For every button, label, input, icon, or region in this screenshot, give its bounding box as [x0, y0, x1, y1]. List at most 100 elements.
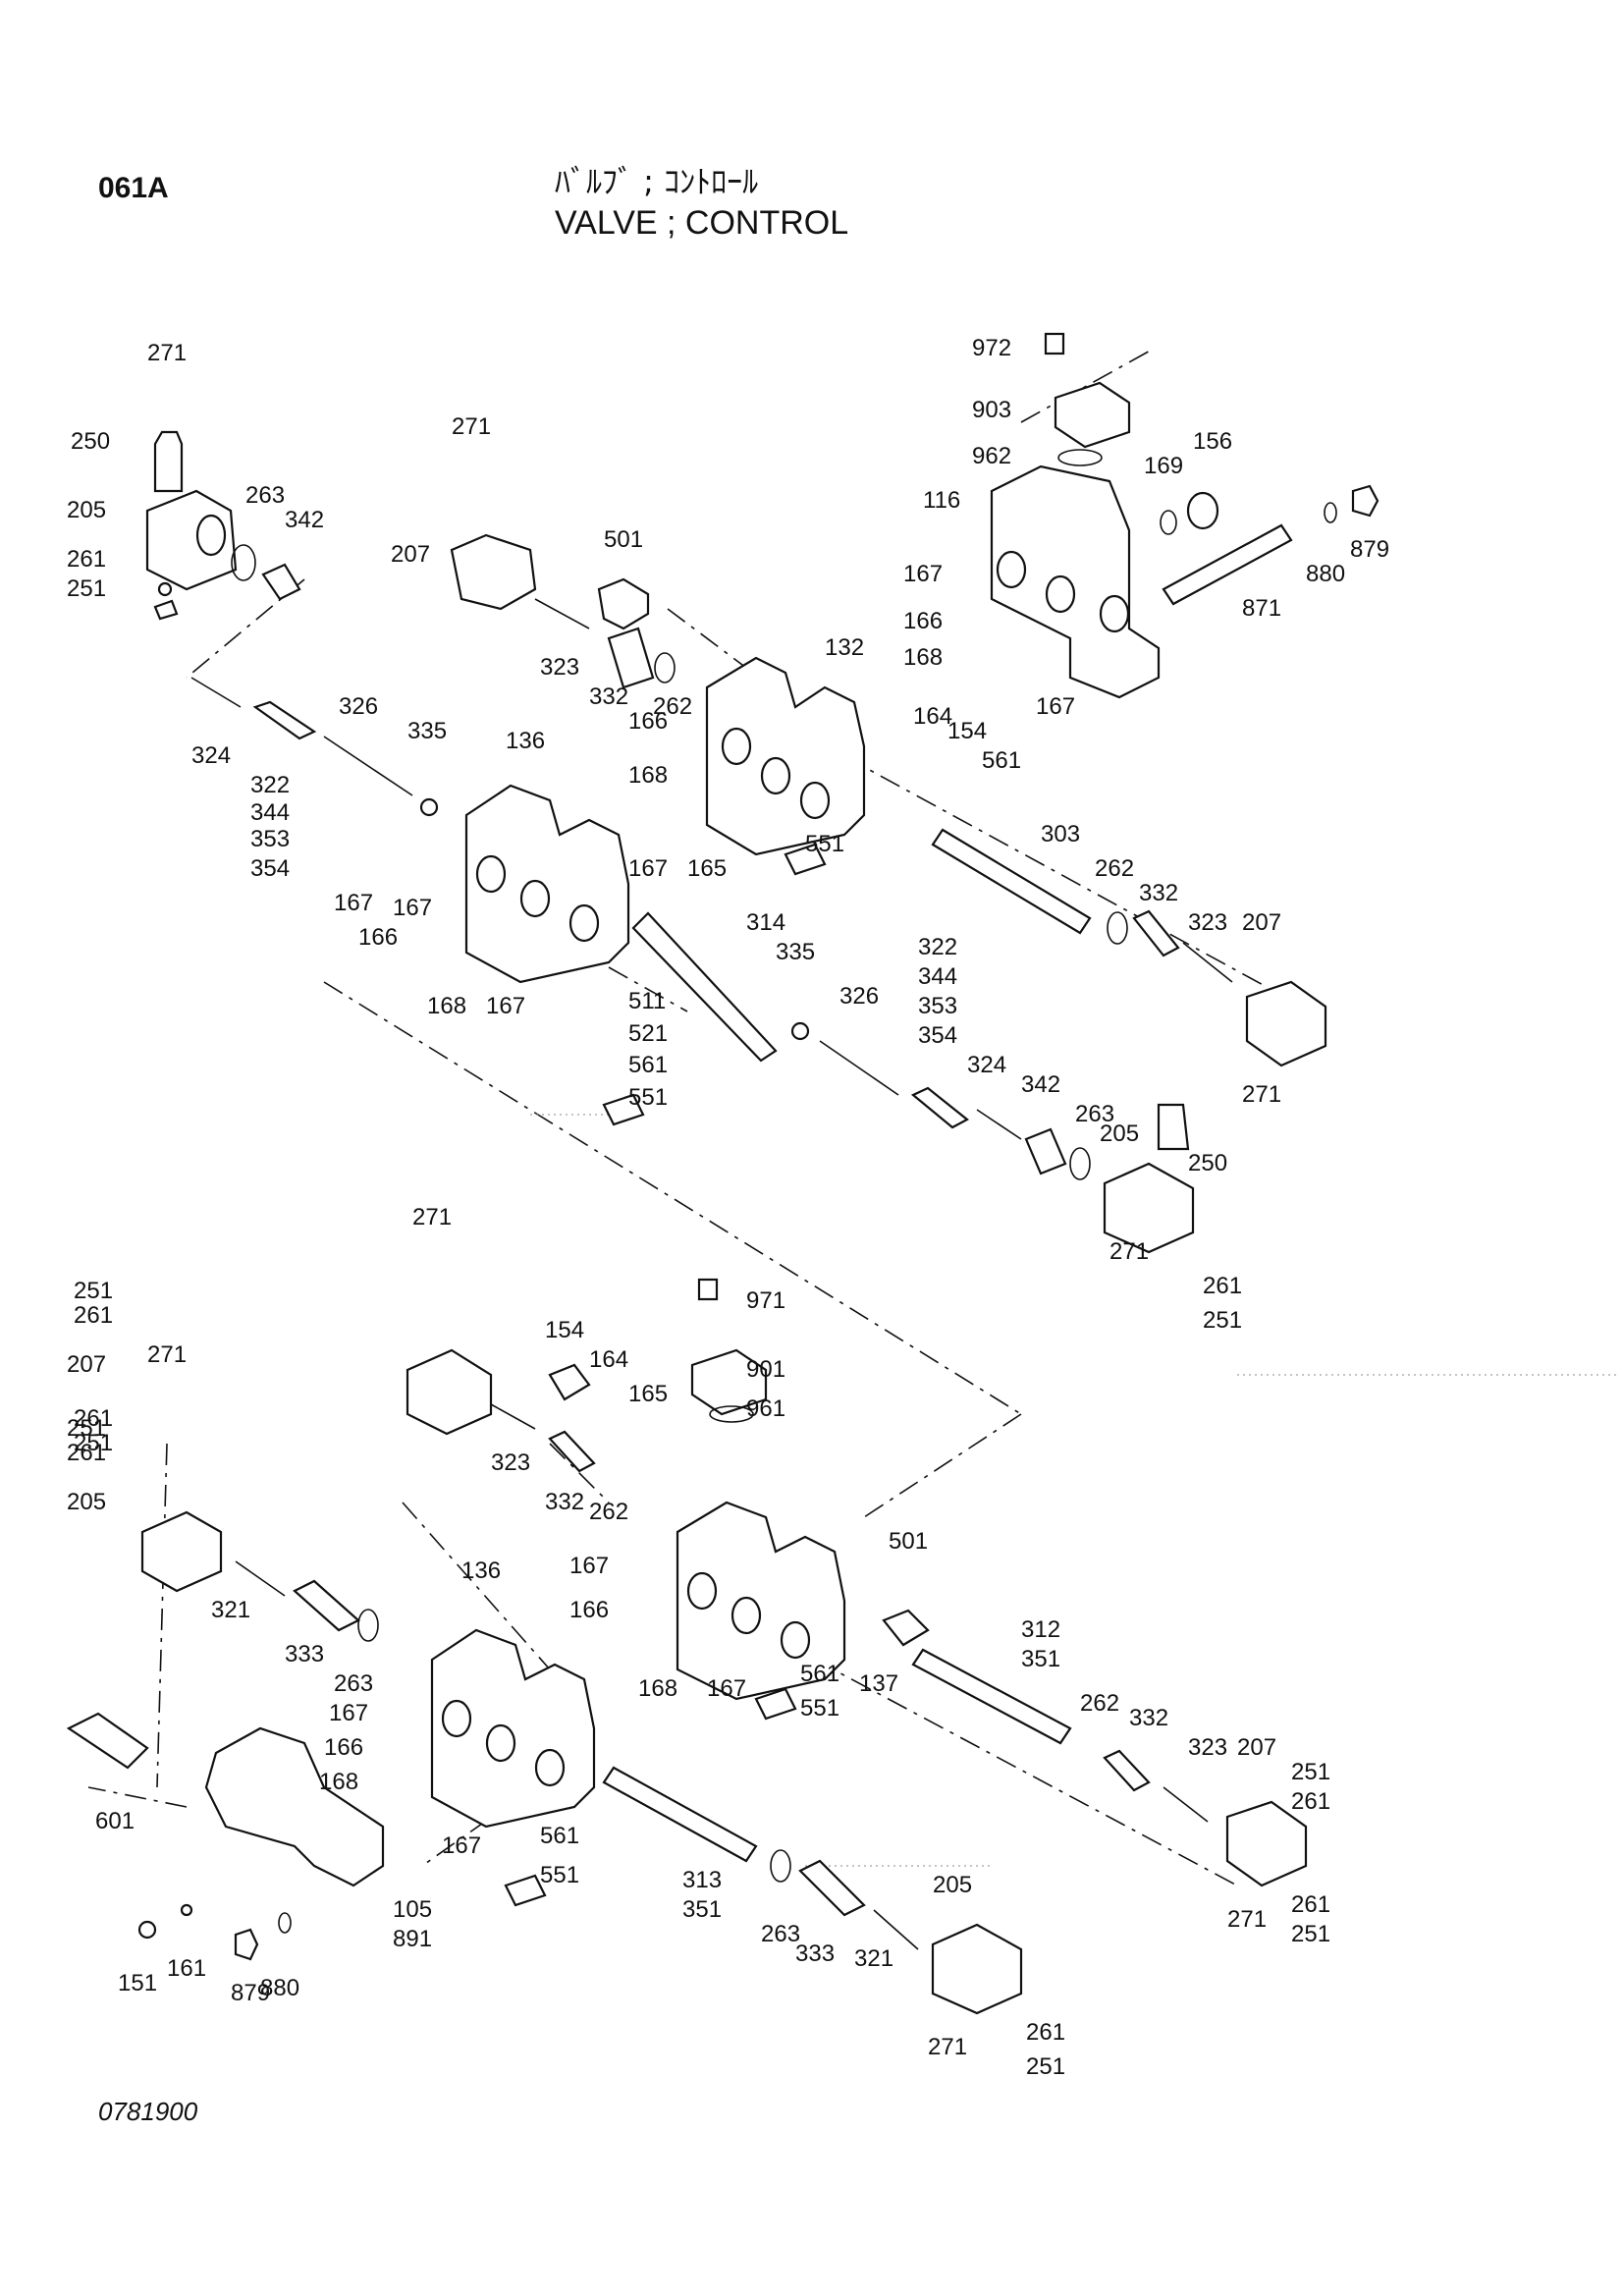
- callout-351: 351: [1021, 1646, 1060, 1672]
- port: [686, 1571, 718, 1611]
- plug-551-lower: [754, 1687, 797, 1721]
- callout-323: 323: [540, 654, 579, 681]
- callout-322: 322: [250, 772, 290, 798]
- callout-166: 166: [628, 708, 668, 735]
- callout-166: 166: [358, 924, 398, 951]
- callout-551: 551: [628, 1084, 668, 1111]
- nut-879: [1351, 484, 1380, 518]
- callout-353: 353: [250, 826, 290, 852]
- piston-333: [293, 1579, 360, 1632]
- port: [1045, 574, 1076, 614]
- callout-167: 167: [569, 1553, 609, 1579]
- callout-262: 262: [1080, 1690, 1119, 1717]
- port: [760, 756, 791, 795]
- callout-151: 151: [118, 1970, 157, 1996]
- callout-261: 261: [1291, 1891, 1330, 1918]
- spool-312: [911, 1648, 1072, 1745]
- cap-250: [153, 430, 184, 493]
- housing-207-upper: [450, 533, 537, 611]
- callout-344: 344: [250, 799, 290, 826]
- relief-valve-601: [66, 1712, 149, 1770]
- callout-205: 205: [67, 497, 106, 523]
- callout-251: 251: [67, 1415, 106, 1442]
- callout-156: 156: [1193, 428, 1232, 455]
- plug-151: [137, 1920, 157, 1940]
- port: [475, 854, 507, 894]
- callout-323: 323: [1188, 909, 1227, 936]
- spring-326-lower: [819, 1040, 899, 1096]
- callout-961: 961: [746, 1395, 785, 1422]
- plug-551-upper: [784, 843, 827, 876]
- callout-166: 166: [324, 1734, 363, 1761]
- callout-332: 332: [589, 683, 628, 710]
- bolt-972: [1044, 332, 1065, 355]
- spring-323-lower-right: [1163, 1786, 1209, 1823]
- callout-168: 168: [638, 1675, 677, 1702]
- title-japanese: ﾊﾞﾙﾌﾞ ; ｺﾝﾄﾛｰﾙ: [555, 163, 759, 200]
- title-english: VALVE ; CONTROL: [555, 204, 849, 242]
- o-ring-262: [654, 652, 676, 683]
- callout-164: 164: [589, 1346, 628, 1373]
- o-ring-169: [1160, 510, 1177, 535]
- callout-205: 205: [933, 1872, 972, 1898]
- cap-250-mid: [1157, 1103, 1190, 1151]
- callout-167: 167: [486, 993, 525, 1019]
- spool-313: [602, 1766, 758, 1863]
- callout-323: 323: [1188, 1734, 1227, 1761]
- callout-271: 271: [928, 2034, 967, 2060]
- callout-342: 342: [285, 507, 324, 533]
- callout-168: 168: [319, 1769, 358, 1795]
- callout-164: 164: [913, 703, 952, 730]
- callout-263: 263: [761, 1921, 800, 1947]
- piston-332-right: [1132, 909, 1180, 957]
- guide-line: [1020, 348, 1155, 423]
- plug-342-lower: [1024, 1127, 1067, 1175]
- o-ring-961: [709, 1405, 754, 1423]
- callout-501: 501: [889, 1528, 928, 1555]
- callout-501: 501: [604, 526, 643, 553]
- callout-207: 207: [1237, 1734, 1276, 1761]
- callout-263: 263: [245, 482, 285, 509]
- guide-line: [814, 1659, 1238, 1886]
- callout-137: 137: [859, 1670, 898, 1697]
- o-ring-263-bottom: [770, 1849, 791, 1883]
- callout-335: 335: [407, 718, 447, 744]
- callout-271: 271: [147, 1341, 187, 1368]
- callout-251: 251: [1291, 1921, 1330, 1947]
- callout-167: 167: [707, 1675, 746, 1702]
- section-136-upper: [190, 677, 1327, 1254]
- port: [519, 879, 551, 918]
- callout-168: 168: [628, 762, 668, 789]
- callout-132: 132: [825, 634, 864, 661]
- washer-880-lower: [278, 1912, 292, 1934]
- plug-342: [261, 563, 301, 601]
- callout-167: 167: [329, 1700, 368, 1726]
- piston-332-upper: [607, 627, 655, 689]
- spool-314: [631, 911, 778, 1063]
- guide-line: [608, 966, 688, 1012]
- callout-353: 353: [918, 993, 957, 1019]
- port: [568, 903, 600, 943]
- callout-261: 261: [1203, 1273, 1242, 1299]
- callout-551: 551: [805, 831, 844, 857]
- callout-167: 167: [1036, 693, 1075, 720]
- callout-166: 166: [903, 608, 943, 634]
- housing-205-mid: [1103, 1162, 1195, 1254]
- spool-322: [252, 700, 317, 740]
- bore: [195, 514, 227, 557]
- callout-271: 271: [147, 340, 187, 366]
- callout-511: 511: [628, 988, 666, 1014]
- callout-165: 165: [628, 1381, 668, 1407]
- callout-261: 261: [67, 1440, 106, 1466]
- callout-880: 880: [260, 1975, 299, 2001]
- callout-324: 324: [191, 742, 231, 769]
- port: [730, 1596, 762, 1635]
- stud-871: [1162, 523, 1293, 606]
- piston-332-lower: [548, 1430, 596, 1473]
- callout-324: 324: [967, 1052, 1006, 1078]
- callout-167: 167: [903, 561, 943, 587]
- callout-561: 561: [800, 1661, 839, 1687]
- callout-250: 250: [71, 428, 110, 455]
- callout-314: 314: [746, 909, 785, 936]
